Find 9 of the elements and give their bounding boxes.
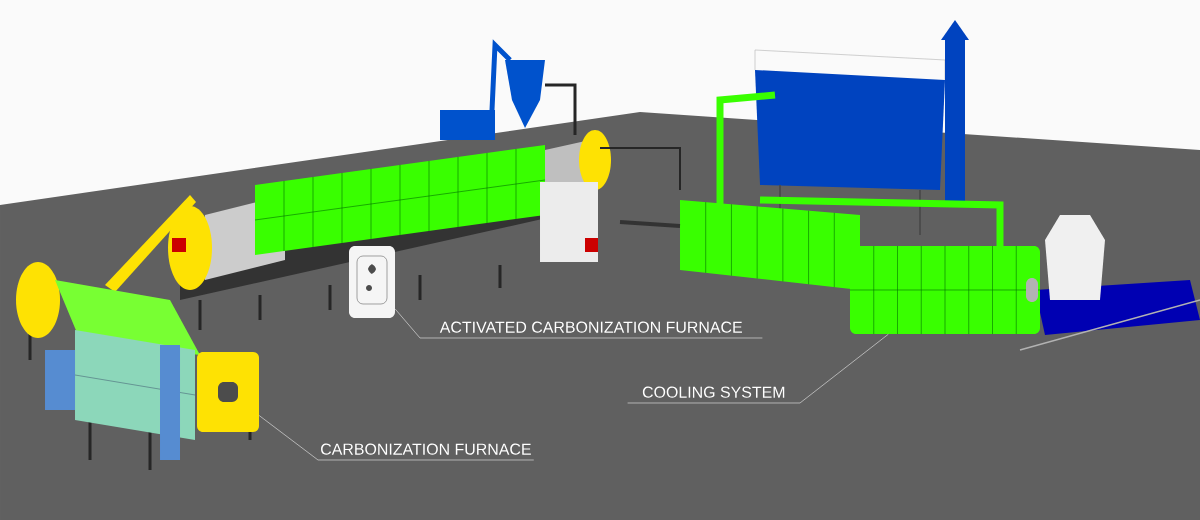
control-cabinet-drawing bbox=[349, 246, 395, 318]
furnace-end-drawing bbox=[197, 352, 259, 432]
callout-label: CARBONIZATION FURNACE bbox=[321, 443, 531, 455]
callout-label: COOLING SYSTEM bbox=[642, 386, 785, 398]
cooling-unit-drawing bbox=[850, 246, 1040, 334]
callout-label: ACTIVATED CARBONIZATION FURNACE bbox=[439, 321, 742, 333]
leader-line bbox=[394, 308, 763, 339]
leader-line bbox=[258, 415, 535, 461]
leader-line bbox=[627, 333, 889, 404]
